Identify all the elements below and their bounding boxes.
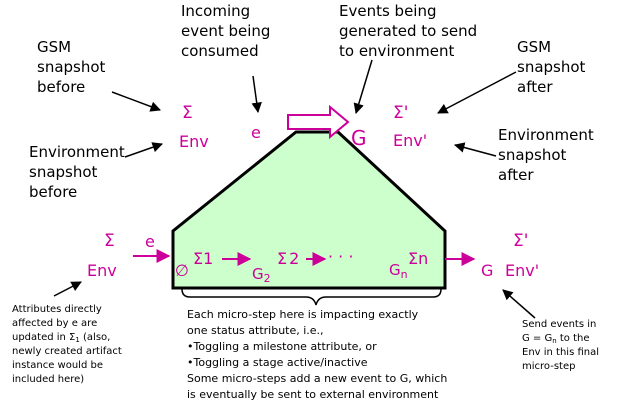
label-env-snapshot-after: Environment snapshot after — [498, 126, 599, 184]
micro-step-brace — [181, 288, 442, 306]
sigma-prime-right: Σ' — [513, 231, 528, 251]
arrow-attributes-note — [53, 281, 82, 297]
env-before: Env — [179, 132, 209, 151]
arrow-events-generated — [353, 59, 373, 115]
arrow-env-after — [453, 142, 497, 157]
arrow-send-events-note — [502, 289, 536, 319]
arrow-gsm-after — [437, 71, 517, 114]
arrow-env-before — [124, 142, 163, 158]
label-events-generated: Events being generated to send to enviro… — [339, 2, 482, 60]
sigma-left: Σ — [104, 231, 115, 251]
sigma-n: Σn — [408, 249, 428, 268]
env-prime-right: Env' — [505, 261, 539, 280]
label-gsm-snapshot-before: GSM snapshot before — [37, 38, 110, 96]
label-incoming-event: Incoming event being consumed — [181, 2, 275, 60]
g-right: G — [481, 261, 493, 280]
send-events-note: Send events in G = Gn to the Env in this… — [522, 319, 602, 372]
label-env-snapshot-before: Environment snapshot before — [29, 143, 130, 201]
label-gsm-snapshot-after: GSM snapshot after — [517, 38, 590, 96]
hollow-event-arrow-icon — [287, 104, 350, 140]
event-e-left: e — [145, 232, 155, 251]
sigma-before: Σ — [182, 103, 193, 123]
micro-step-note: Each micro-step here is impacting exactl… — [187, 308, 451, 401]
sigma-1: Σ1 — [193, 249, 213, 268]
arrow-incoming — [251, 75, 262, 114]
g-top: G — [351, 126, 367, 150]
attributes-note: Attributes directly affected by e are up… — [12, 304, 125, 385]
sigma-prime-top: Σ' — [393, 103, 408, 123]
arrow-gsm-before — [111, 91, 161, 112]
ellipsis: · · · — [328, 247, 353, 266]
empty-set-symbol: ∅ — [175, 261, 189, 280]
event-e-top: e — [251, 123, 261, 142]
env-prime-top: Env' — [393, 131, 427, 150]
env-left: Env — [87, 261, 117, 280]
micro-step-trapezoid — [171, 130, 447, 290]
